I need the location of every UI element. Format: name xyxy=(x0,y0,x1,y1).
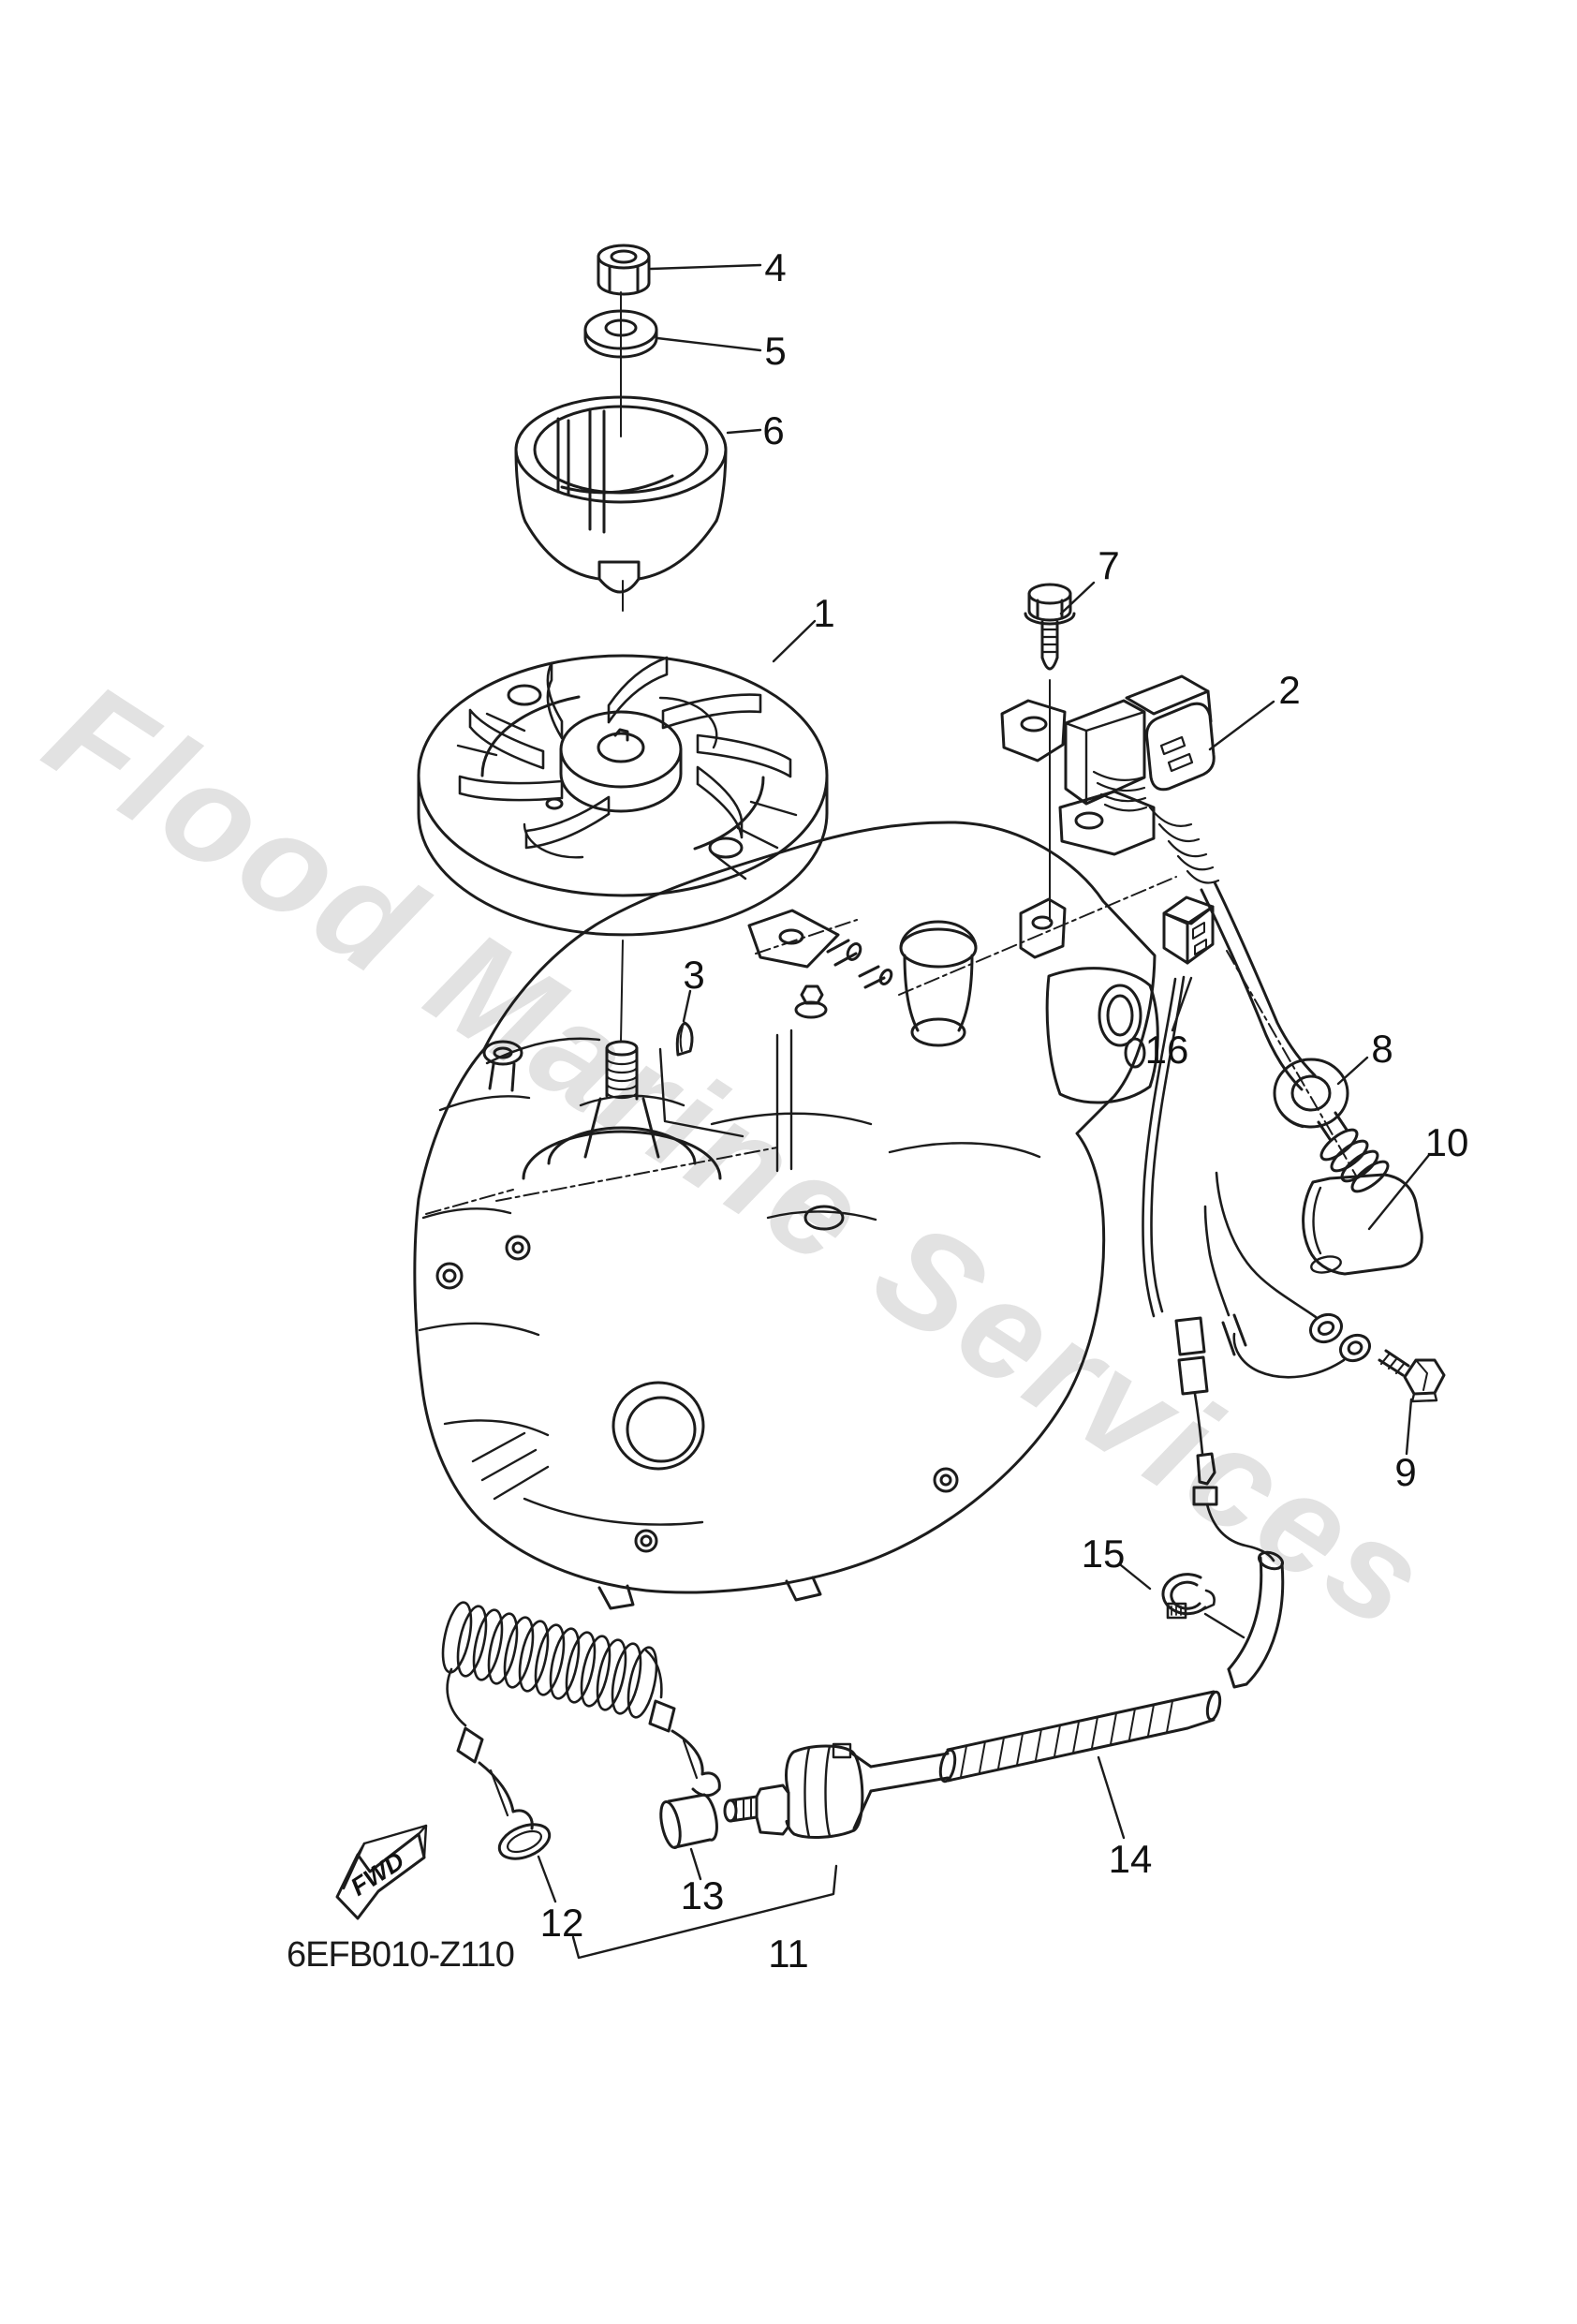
callout-3: 3 xyxy=(683,953,705,997)
starter-cup xyxy=(514,395,728,594)
callout-15: 15 xyxy=(1081,1532,1126,1576)
callout-12: 12 xyxy=(539,1901,584,1945)
callout-6: 6 xyxy=(762,408,785,452)
callout-16: 16 xyxy=(1144,1028,1189,1072)
flywheel-rotor xyxy=(417,654,829,937)
callout-9: 9 xyxy=(1394,1450,1417,1494)
wiring-leads xyxy=(1142,975,1372,1562)
callout-4: 4 xyxy=(764,245,787,289)
terminal-bolt xyxy=(1378,1349,1446,1403)
flywheel-nut xyxy=(597,244,651,296)
spark-plug-cap xyxy=(1302,1128,1423,1276)
callout-7: 7 xyxy=(1098,543,1120,587)
callout-2: 2 xyxy=(1278,668,1301,712)
hose-clamp xyxy=(1161,1573,1216,1620)
woodruff-key xyxy=(675,1021,694,1057)
flywheel-washer xyxy=(583,309,658,359)
callout-1: 1 xyxy=(813,591,835,635)
callout-13: 13 xyxy=(680,1873,725,1917)
fwd-arrow: FWD xyxy=(335,1824,428,1920)
callout-5: 5 xyxy=(764,329,787,373)
callout-14: 14 xyxy=(1108,1837,1153,1881)
coil-bolt xyxy=(1024,583,1076,671)
ignition-coil-assembly xyxy=(1000,674,1317,1091)
drawing-code: 6EFB010-Z110 xyxy=(287,1935,515,1975)
switch-lock-plate xyxy=(659,1793,718,1850)
stop-switch-cable xyxy=(869,1690,1222,1793)
lanyard xyxy=(441,1601,721,1860)
callout-10: 10 xyxy=(1424,1120,1469,1164)
engine-block xyxy=(413,821,1357,1610)
crankshaft-stub xyxy=(522,1040,744,1180)
harness-connector xyxy=(1162,896,1215,965)
watermark-text: Flood Marine Services xyxy=(22,652,1457,1661)
engine-stop-switch xyxy=(723,1742,873,1839)
grommet xyxy=(1273,1058,1349,1141)
cable-sheath-hose xyxy=(1227,1550,1285,1689)
callout-leader-lines xyxy=(537,263,1431,1960)
callout-8: 8 xyxy=(1371,1027,1393,1071)
assembly-axis-lines xyxy=(620,291,1051,1043)
callout-11: 11 xyxy=(768,1932,809,1976)
